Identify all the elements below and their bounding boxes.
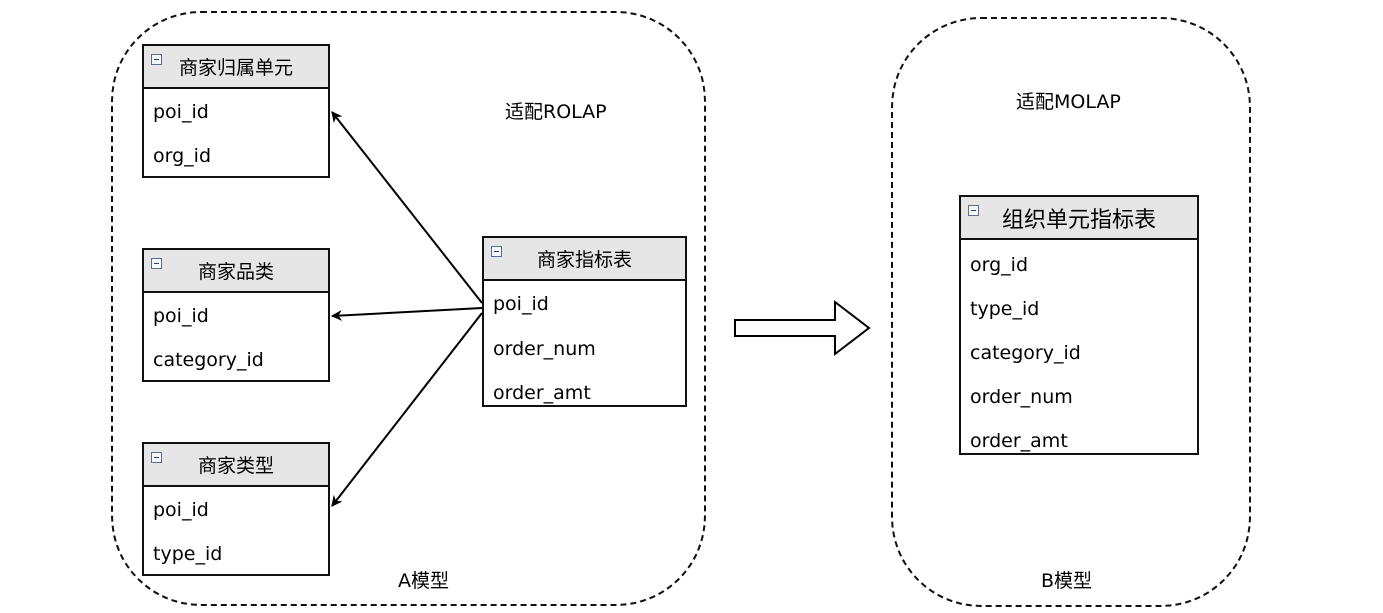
- relation-arrow-unit: [331, 111, 483, 304]
- collapse-icon[interactable]: [968, 205, 979, 216]
- region-b-note: 适配MOLAP: [1016, 91, 1121, 113]
- region-a: [111, 11, 706, 606]
- entity-title: 商家类型: [197, 455, 274, 477]
- entity-field: order_amt: [970, 430, 1068, 452]
- entity-org-unit-metrics[interactable]: 组织单元指标表 org_id type_id category_id order…: [959, 195, 1199, 455]
- collapse-icon[interactable]: [151, 452, 162, 463]
- entity-field: type_id: [970, 298, 1040, 320]
- entity-field: category_id: [970, 342, 1081, 364]
- region-a-caption: A模型: [398, 570, 449, 592]
- entity-title: 商家归属单元: [178, 57, 293, 79]
- collapse-icon[interactable]: [151, 54, 162, 65]
- entity-merchant-metrics[interactable]: 商家指标表 poi_id order_num order_amt: [482, 236, 687, 407]
- entity-field: poi_id: [153, 305, 209, 327]
- collapse-icon[interactable]: [151, 258, 162, 269]
- region-a-note: 适配ROLAP: [505, 101, 607, 123]
- entity-title: 商家指标表: [536, 249, 632, 271]
- entity-header: 商家类型: [144, 444, 328, 487]
- entity-title: 商家品类: [197, 261, 274, 283]
- relation-arrow-category: [330, 307, 483, 321]
- entity-field: order_num: [493, 338, 596, 360]
- entity-field: order_amt: [493, 382, 591, 404]
- collapse-icon[interactable]: [491, 246, 502, 257]
- transform-arrow: [734, 299, 871, 357]
- entity-field: category_id: [153, 349, 264, 371]
- entity-field: org_id: [970, 254, 1029, 276]
- region-b: [891, 17, 1251, 607]
- entity-field: poi_id: [493, 293, 549, 315]
- entity-field: order_num: [970, 386, 1073, 408]
- entity-merchant-category[interactable]: 商家品类 poi_id category_id: [142, 248, 330, 382]
- entity-field: poi_id: [153, 101, 209, 123]
- entity-header: 商家归属单元: [144, 46, 328, 89]
- entity-title: 组织单元指标表: [1001, 207, 1156, 233]
- relation-arrow-type: [331, 312, 483, 507]
- entity-header: 商家指标表: [484, 238, 685, 281]
- entity-header: 商家品类: [144, 250, 328, 293]
- entity-field: org_id: [153, 145, 212, 167]
- entity-field: type_id: [153, 543, 223, 565]
- entity-merchant-type[interactable]: 商家类型 poi_id type_id: [142, 442, 330, 576]
- entity-field: poi_id: [153, 499, 209, 521]
- region-b-caption: B模型: [1041, 570, 1093, 592]
- entity-header: 组织单元指标表: [961, 197, 1197, 240]
- entity-merchant-unit[interactable]: 商家归属单元 poi_id org_id: [142, 44, 330, 178]
